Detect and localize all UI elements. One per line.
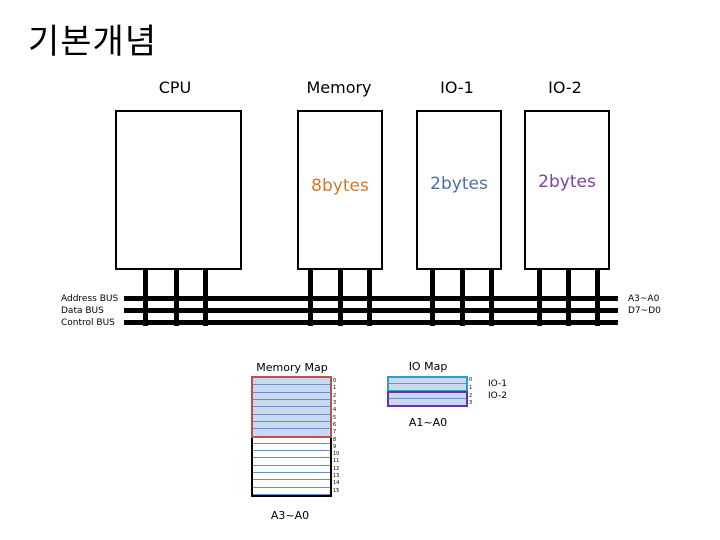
cpu-block — [115, 110, 242, 270]
io2-label: IO-2 — [548, 78, 582, 97]
memory-map-address: 4 — [333, 407, 337, 414]
io-map-row — [387, 376, 468, 384]
memory-map-address: 2 — [333, 392, 337, 399]
io2-size: 2bytes — [538, 172, 596, 192]
memory-map-address: 0 — [333, 378, 337, 384]
io-map-io1-region — [387, 376, 468, 392]
io-map-io2-label: IO-2 — [488, 391, 507, 401]
memory-size: 8bytes — [311, 176, 369, 196]
memory-label: Memory — [306, 78, 372, 97]
page-title: 기본개념 — [28, 22, 158, 62]
memory-map-address: 11 — [333, 458, 340, 465]
io1-label: IO-1 — [440, 78, 474, 97]
memory-map-row — [253, 378, 330, 386]
memory-map-row — [253, 444, 330, 452]
memory-map-row — [253, 385, 330, 393]
io-map-address: 1 — [469, 384, 473, 391]
memory-map-row — [253, 429, 330, 437]
cpu-label: CPU — [158, 78, 192, 97]
memory-map-address: 5 — [333, 414, 337, 421]
memory-map-table — [251, 376, 332, 497]
memory-map-address: 10 — [333, 451, 340, 458]
memory-map-row — [253, 414, 330, 422]
io-map-address: 3 — [469, 400, 473, 407]
io1-size: 2bytes — [430, 174, 488, 194]
io-map-range: A1~A0 — [408, 416, 448, 429]
control-bus — [124, 320, 618, 325]
memory-map-address: 6 — [333, 421, 337, 428]
io-map-io2-region — [387, 391, 468, 407]
memory-map-row — [253, 399, 330, 408]
io2-block: 2bytes — [524, 110, 610, 270]
memory-map-address: 1 — [333, 385, 337, 392]
memory-map-address: 13 — [333, 473, 340, 480]
data-bus — [124, 308, 618, 313]
memory-map-range: A3~A0 — [270, 509, 310, 522]
data-bus-label: Data BUS — [61, 306, 104, 316]
io-map-title: IO Map — [408, 360, 448, 373]
io-map-table — [387, 376, 468, 407]
memory-map-row — [253, 458, 330, 466]
memory-block: 8bytes — [297, 110, 383, 270]
address-bus — [124, 296, 618, 301]
memory-map-address: 9 — [333, 443, 337, 450]
memory-map-address: 14 — [333, 480, 340, 487]
memory-map-row — [253, 480, 330, 488]
address-lines-label: A3~A0 — [628, 294, 660, 304]
memory-map-address: 12 — [333, 465, 340, 472]
memory-map-row — [253, 473, 330, 481]
control-bus-label: Control BUS — [61, 318, 115, 328]
memory-map-row — [253, 451, 330, 459]
memory-map-address: 7 — [333, 429, 337, 436]
io-map-io1-label: IO-1 — [488, 379, 507, 389]
io-map-address: 0 — [469, 377, 473, 383]
memory-map-row — [253, 466, 330, 474]
address-bus-label: Address BUS — [61, 294, 119, 304]
memory-map-used-region — [251, 376, 332, 438]
memory-map-address: 8 — [333, 436, 337, 443]
memory-map-row — [253, 421, 330, 430]
memory-map-address: 3 — [333, 399, 337, 406]
memory-map-row — [253, 437, 330, 444]
io-map-address: 2 — [469, 392, 473, 399]
data-lines-label: D7~D0 — [628, 306, 661, 316]
memory-map-row — [253, 488, 330, 495]
memory-map-address: 15 — [333, 487, 340, 494]
io1-block: 2bytes — [416, 110, 502, 270]
memory-map-row — [253, 392, 330, 400]
memory-map-title: Memory Map — [256, 361, 328, 374]
io-map-row — [387, 391, 468, 400]
memory-map-row — [253, 407, 330, 415]
